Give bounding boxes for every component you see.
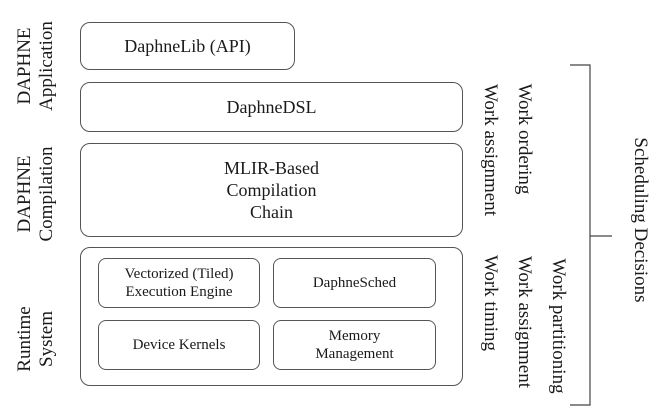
device-kernels-box: Device Kernels [98, 320, 260, 370]
device-kernels-label: Device Kernels [132, 337, 226, 353]
daphnelib-label: DaphneLib (API) [124, 36, 251, 56]
vectorized-label-line2: Execution Engine [125, 284, 233, 300]
memory-label-line1: Memory [328, 328, 381, 344]
mlir-label-line3: Chain [250, 202, 293, 222]
daphnedsl-box: DaphneDSL [80, 82, 463, 132]
memory-label-line2: Management [315, 346, 394, 362]
daphnedsl-label: DaphneDSL [226, 97, 317, 117]
mlir-compilation-box: MLIR-Based Compilation Chain [80, 143, 463, 237]
daphnesched-label: DaphneSched [312, 275, 397, 291]
daphnelib-box: DaphneLib (API) [80, 22, 295, 70]
mlir-label-line2: Compilation [226, 180, 317, 200]
vectorized-label-line1: Vectorized (Tiled) [124, 266, 234, 282]
daphnesched-box: DaphneSched [273, 258, 436, 308]
vectorized-engine-box: Vectorized (Tiled) Execution Engine [98, 258, 260, 308]
mlir-label-line1: MLIR-Based [224, 158, 319, 178]
memory-management-box: Memory Management [273, 320, 436, 370]
